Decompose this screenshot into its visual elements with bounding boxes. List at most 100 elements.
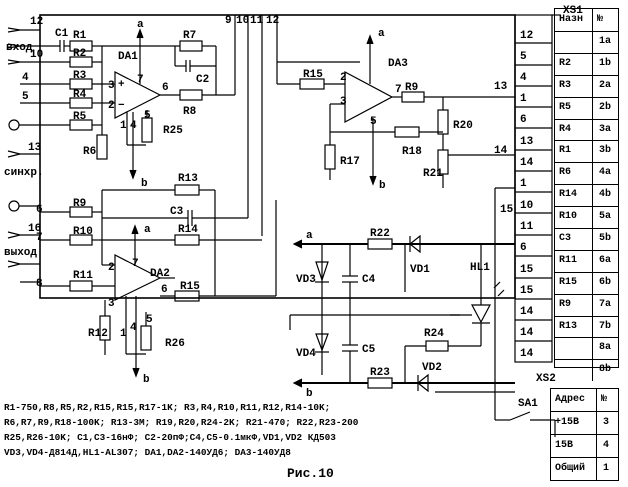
svg-text:a: a [137, 19, 144, 31]
svg-text:R15: R15 [180, 281, 200, 293]
connector-cell-num: 3 [603, 417, 610, 428]
top-pins: 10 11 12 [236, 15, 360, 236]
connector-cell-name: R4 [555, 119, 593, 141]
svg-text:R3: R3 [73, 70, 87, 82]
note-line: R6,R7,R9,R18-100K; R13-3M; R19,R20,R24-2… [4, 417, 359, 428]
connector-cell-num: 4a [599, 167, 612, 179]
svg-text:10: 10 [236, 15, 249, 27]
connector-cell-name: +15B [551, 412, 597, 434]
svg-text:10: 10 [520, 200, 533, 212]
svg-text:5: 5 [520, 51, 527, 63]
connector-row: 1a [555, 32, 618, 54]
svg-text:R2: R2 [73, 48, 86, 60]
svg-text:b: b [141, 178, 148, 190]
connector-cell-name [555, 32, 593, 53]
figure-caption: Рис.10 [287, 466, 334, 481]
svg-text:6: 6 [520, 114, 527, 126]
svg-text:R24: R24 [424, 328, 444, 340]
svg-text:VD1: VD1 [410, 264, 430, 276]
svg-text:1: 1 [520, 93, 527, 105]
svg-text:DA1: DA1 [118, 51, 138, 63]
connector-row: +15B 3 [551, 412, 618, 435]
svg-text:R26: R26 [165, 338, 185, 350]
connector-cell-name: Общий [551, 458, 597, 480]
output-label: выход [4, 247, 37, 259]
svg-text:R13: R13 [178, 173, 198, 185]
svg-text:15: 15 [520, 285, 534, 297]
connector-cell-name: R5 [555, 97, 593, 119]
connector-cell-num: 3a [599, 123, 612, 135]
svg-text:15: 15 [500, 204, 514, 216]
svg-text:R12: R12 [88, 328, 108, 340]
svg-text:C5: C5 [362, 344, 376, 356]
svg-text:R7: R7 [183, 30, 196, 42]
connector-cell-name: R6 [555, 163, 593, 185]
connector-cell-name: R11 [555, 250, 593, 272]
connector-cell-name: R13 [555, 316, 593, 338]
connector-cell-num: 4 [603, 440, 610, 451]
svg-text:14: 14 [520, 348, 534, 360]
svg-text:1: 1 [120, 328, 127, 340]
svg-text:7: 7 [395, 84, 402, 96]
svg-text:14: 14 [494, 145, 508, 157]
svg-text:R22: R22 [370, 228, 390, 240]
svg-text:R21: R21 [423, 168, 443, 180]
svg-text:R15: R15 [303, 69, 323, 81]
svg-text:R17: R17 [340, 156, 360, 168]
svg-text:1: 1 [120, 120, 127, 132]
svg-text:+: + [118, 79, 125, 91]
svg-text:3: 3 [340, 96, 347, 108]
svg-text:R9: R9 [405, 82, 418, 94]
svg-text:13: 13 [520, 136, 534, 148]
connector-cell-num: 1a [599, 36, 612, 47]
svg-text:R20: R20 [453, 120, 473, 132]
svg-text:12: 12 [266, 15, 279, 27]
svg-text:SA1: SA1 [518, 398, 538, 410]
svg-text:2: 2 [340, 72, 347, 84]
power-supply: a R22 VD1 VD3 VD4 C4 C5 HL1 b R23 V [289, 228, 515, 400]
svg-text:10: 10 [30, 49, 43, 61]
svg-text:9: 9 [225, 15, 232, 27]
connector-cell-num: 8b [599, 364, 612, 376]
connector-row: R6 4a [555, 163, 618, 186]
svg-text:C1: C1 [55, 28, 69, 40]
svg-text:−: − [118, 100, 125, 112]
svg-text:R6: R6 [83, 146, 96, 158]
svg-text:4: 4 [130, 322, 137, 334]
svg-text:3: 3 [108, 298, 115, 310]
svg-text:5: 5 [22, 91, 29, 103]
connector-cell-name: R2 [555, 53, 593, 75]
svg-text:b: b [306, 388, 313, 400]
connector-cell-num: 2a [599, 79, 612, 91]
connector-cell-name [555, 338, 593, 360]
svg-text:b: b [143, 374, 150, 386]
svg-text:VD4: VD4 [296, 348, 316, 360]
svg-text:R5: R5 [73, 111, 87, 123]
connector-cell-num: 7a [599, 298, 612, 310]
connector-cell-num: 5b [599, 233, 612, 245]
connector-cell-num: 1 [603, 463, 610, 474]
svg-text:12: 12 [30, 16, 43, 28]
switch-sa1: SA1 [435, 187, 556, 437]
connector-cell-num: 8a [599, 342, 612, 354]
connector-row: R4 3a [555, 119, 618, 142]
svg-text:a: a [378, 28, 385, 40]
svg-text:1: 1 [520, 178, 527, 190]
svg-text:R25: R25 [163, 125, 183, 137]
svg-text:a: a [306, 230, 313, 242]
sync-label: синхр. [4, 167, 44, 179]
diode-vd2 [417, 373, 429, 393]
connector-cell-num: 3b [599, 145, 612, 157]
svg-text:R9: R9 [73, 198, 86, 210]
connector-cell-name: 15B [551, 435, 597, 457]
